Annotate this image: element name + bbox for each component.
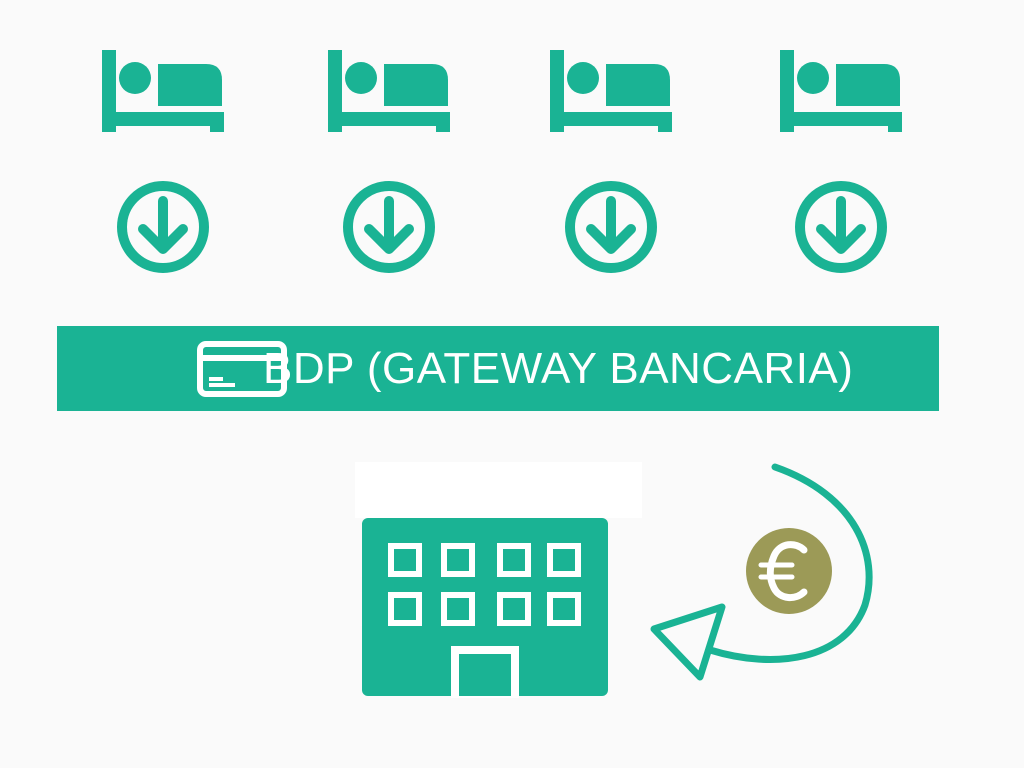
bed-icon [102, 50, 224, 132]
arrow-down-circle-icon [795, 181, 887, 273]
euro-coin-icon [746, 528, 832, 614]
arrow-down-circle-icon [343, 181, 435, 273]
credit-card-icon [197, 341, 287, 397]
arrow-down-circle-icon [565, 181, 657, 273]
white-panel [355, 462, 642, 518]
gateway-banner: BDP (GATEWAY BANCARIA) [57, 326, 939, 411]
banner-label: BDP (GATEWAY BANCARIA) [263, 344, 854, 393]
bed-icon [780, 50, 902, 132]
building-icon [362, 518, 608, 698]
curved-arrow-icon [650, 463, 873, 681]
bed-icon [550, 50, 672, 132]
arrow-down-circle-icon [117, 181, 209, 273]
bed-icon [328, 50, 450, 132]
